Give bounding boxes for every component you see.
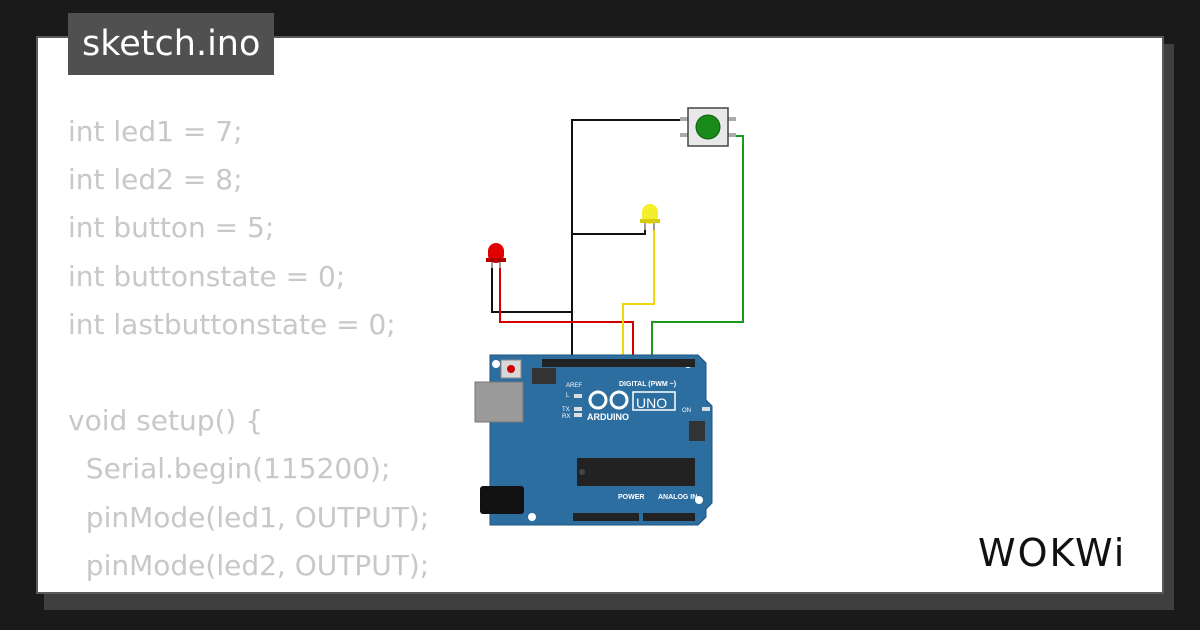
wire-red-led-pin [499, 266, 634, 364]
svg-text:ARDUINO: ARDUINO [587, 412, 629, 422]
circuit-diagram: UNO ARDUINO DIGITAL (PWM ~) AREF L TX RX… [474, 107, 744, 526]
svg-text:ON: ON [682, 408, 691, 414]
wire-gnd-red-led [491, 266, 572, 313]
code-line: int lastbuttonstate = 0; [68, 307, 396, 341]
code-line: Serial.begin(115200); [68, 452, 391, 486]
atmega-chip [577, 458, 695, 486]
code-line: void setup() { [68, 404, 264, 438]
code-line: int buttonstate = 0; [68, 259, 346, 293]
svg-text:AREF: AREF [566, 383, 582, 389]
code-line: int button = 5; [68, 211, 275, 245]
arduino-uno-board[interactable]: UNO ARDUINO DIGITAL (PWM ~) AREF L TX RX… [474, 354, 713, 526]
code-line: int led2 = 8; [68, 163, 243, 197]
svg-text:WOKWi: WOKWi [978, 531, 1126, 575]
preview-card: int led1 = 7; int led2 = 8; int button = 5… [36, 36, 1164, 594]
wire-gnd-button [571, 119, 692, 364]
code-line: pinMode(led2, OUTPUT); [68, 548, 430, 582]
red-led[interactable] [486, 243, 506, 268]
svg-text:ANALOG IN: ANALOG IN [658, 494, 697, 501]
svg-text:UNO: UNO [636, 395, 667, 411]
code-line: pinMode(led1, OUTPUT); [68, 500, 430, 534]
wokwi-logo: WOKWi [978, 531, 1126, 575]
arduino-logo-icon [588, 390, 629, 410]
code-preview: int led1 = 7; int led2 = 8; int button = 5… [68, 108, 431, 592]
code-line: int led1 = 7; [68, 115, 243, 148]
wires [491, 119, 744, 364]
sketch-title: sketch.ino [68, 13, 275, 75]
svg-text:POWER: POWER [618, 494, 644, 501]
wire-yellow-led-pin [622, 224, 655, 364]
digital-header [542, 359, 695, 367]
svg-text:TX: TX [562, 407, 570, 413]
svg-text:DIGITAL (PWM ~): DIGITAL (PWM ~) [619, 381, 676, 388]
yellow-led[interactable] [640, 204, 660, 230]
pushbutton[interactable] [680, 107, 736, 147]
svg-text:L: L [566, 393, 570, 399]
svg-text:RX: RX [562, 414, 570, 420]
wire-gnd-yellow-led [572, 224, 646, 235]
wire-button-pin [651, 135, 744, 364]
